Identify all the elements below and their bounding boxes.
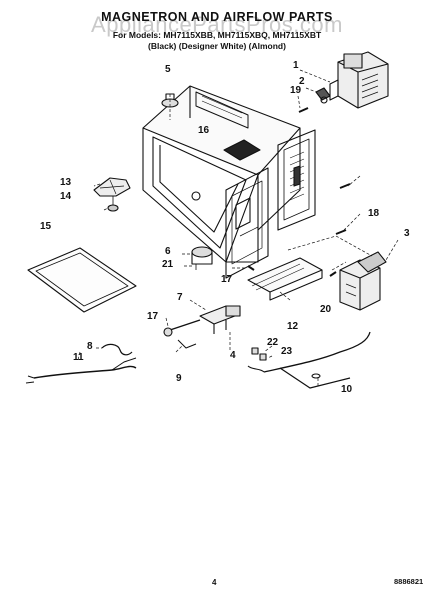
callout-4: 4 (230, 350, 236, 361)
callout-10: 10 (341, 384, 353, 395)
page-number: 4 (212, 578, 217, 587)
magnetron (329, 51, 389, 109)
glass-tray (27, 247, 137, 313)
callout-8: 8 (87, 341, 93, 352)
stirrer-blade (93, 177, 131, 212)
callout-14: 14 (60, 191, 72, 202)
models-line: For Models: MH7115XBB, MH7115XBQ, MH7115… (112, 30, 322, 40)
mounting-bracket (247, 257, 323, 301)
fan-motor (191, 246, 213, 270)
callout-6: 6 (165, 246, 171, 257)
callout-13: 13 (60, 177, 72, 188)
capacitor (163, 305, 241, 349)
callout-17-upper: 17 (221, 274, 233, 285)
wire-harness (25, 357, 137, 384)
cavity-housing (142, 85, 301, 263)
transformer (339, 251, 387, 311)
callout-20: 20 (320, 304, 332, 315)
callout-7: 7 (177, 292, 183, 303)
callout-11: 11 (73, 352, 84, 363)
callout-12: 12 (287, 321, 299, 332)
callout-19: 19 (290, 85, 302, 96)
callout-17-lower: 17 (147, 311, 159, 322)
callout-21: 21 (162, 259, 174, 270)
vent-panel (277, 129, 316, 231)
callout-5: 5 (165, 64, 171, 75)
callout-18: 18 (368, 208, 380, 219)
side-panel (225, 167, 269, 279)
watermark: AppliancePartsPros.com (91, 12, 343, 37)
page-title: MAGNETRON AND AIRFLOW PARTS (101, 10, 333, 24)
callout-9: 9 (176, 373, 182, 384)
hv-wire-harness (247, 331, 371, 389)
thermal-cutout (315, 87, 331, 104)
callout-3: 3 (404, 228, 410, 239)
colors-line: (Black) (Designer White) (Almond) (148, 41, 286, 51)
callout-15: 15 (40, 221, 52, 232)
callout-23: 23 (281, 346, 293, 357)
callout-16: 16 (198, 125, 210, 136)
callout-1: 1 (293, 60, 299, 71)
callout-22: 22 (267, 337, 279, 348)
callout-2: 2 (299, 76, 305, 87)
document-number: 8886821 (394, 577, 424, 586)
